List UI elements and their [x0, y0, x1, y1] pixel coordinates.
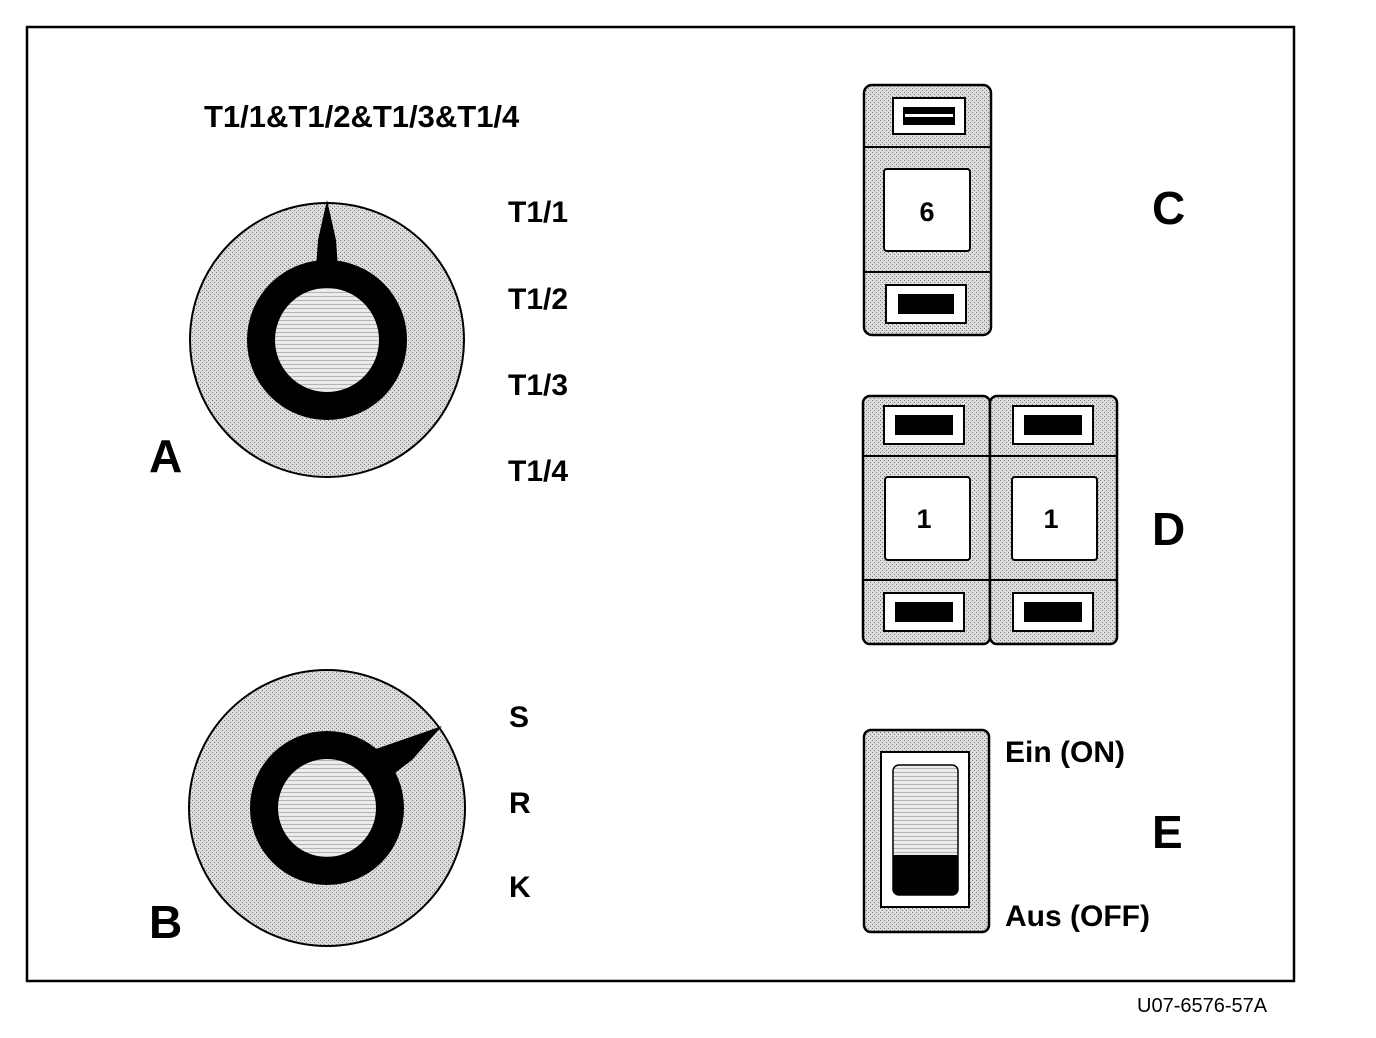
knob-a-position-2: T1/2	[508, 283, 568, 316]
thumbwheel-d2-window	[1011, 476, 1098, 561]
knob-b-position-s: S	[509, 701, 529, 734]
knob-b-pointer	[376, 726, 442, 776]
knob-a-position-3: T1/3	[508, 369, 568, 402]
thumbwheel-d2-up-slot	[1024, 415, 1082, 435]
thumbwheel-c-digit: 6	[919, 197, 934, 227]
thumbwheel-d2-digit: 1	[1043, 504, 1058, 534]
figure-reference-code: U07-6576-57A	[1137, 995, 1268, 1017]
thumbwheel-d-letter: D	[1152, 503, 1185, 555]
switch-e-letter: E	[1152, 806, 1183, 858]
thumbwheel-d1-window	[884, 476, 971, 561]
switch-e-off-label: Aus (OFF)	[1005, 900, 1150, 933]
knob-a-letter: A	[149, 430, 182, 482]
rocker-switch-e[interactable]	[862, 728, 991, 934]
knob-b-position-r: R	[509, 787, 531, 820]
thumbwheel-d2-down-slot	[1024, 602, 1082, 622]
knob-b-letter: B	[149, 896, 182, 948]
knob-a-ring	[247, 260, 407, 420]
thumbwheel-d1-down-slot	[895, 602, 953, 622]
knob-a-position-1: T1/1	[508, 196, 568, 229]
knob-a-pointer	[316, 200, 338, 268]
knob-b-ring	[250, 731, 404, 885]
thumbwheel-c-up-slot-line	[905, 114, 953, 117]
switch-e-on-label: Ein (ON)	[1005, 736, 1125, 769]
knob-a-combined-label: T1/1&T1/2&T1/3&T1/4	[204, 99, 520, 134]
rotary-knob-a[interactable]	[189, 200, 465, 478]
knob-a-position-4: T1/4	[508, 455, 568, 488]
knob-b-position-k: K	[509, 871, 531, 904]
thumbwheel-c-down-slot	[898, 294, 954, 314]
thumbwheel-switch-d[interactable]: 1 1	[861, 394, 1119, 646]
rotary-knob-b[interactable]	[188, 669, 466, 947]
thumbwheel-c-window	[883, 168, 971, 252]
thumbwheel-d1-digit: 1	[916, 504, 931, 534]
thumbwheel-c-letter: C	[1152, 182, 1185, 234]
thumbwheel-switch-c[interactable]: 6	[862, 83, 993, 337]
switch-e-rocker-pressed	[893, 855, 958, 895]
thumbwheel-d1-up-slot	[895, 415, 953, 435]
